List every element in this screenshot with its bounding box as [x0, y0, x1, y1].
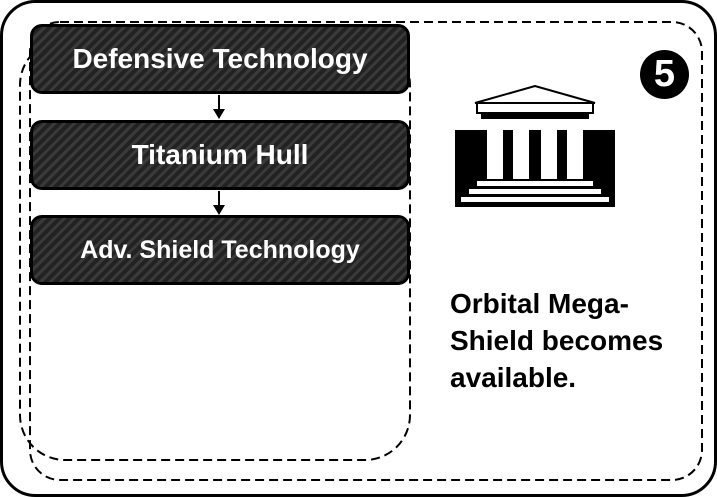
tech-box-titanium-hull: Titanium Hull	[30, 120, 410, 190]
tech-label: Adv. Shield Technology	[80, 235, 360, 264]
temple-building-icon	[455, 85, 615, 207]
tech-box-adv-shield-technology: Adv. Shield Technology	[30, 215, 410, 285]
arrow-down-icon	[213, 191, 225, 215]
tech-label: Titanium Hull	[131, 139, 309, 170]
result-description: Orbital Mega-Shield becomes available.	[450, 288, 664, 393]
tech-box-defensive-technology: Defensive Technology	[30, 24, 410, 94]
tech-tree-dashed-border	[19, 39, 411, 461]
step-number-badge: 5	[640, 50, 689, 99]
arrow-down-icon	[213, 95, 225, 119]
tech-label: Defensive Technology	[72, 43, 368, 74]
